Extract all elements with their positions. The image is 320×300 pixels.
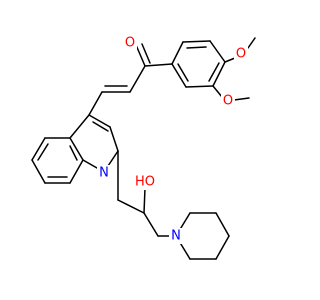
indole-nitrogen-atom: N: [97, 165, 111, 181]
bond: [224, 57, 236, 63]
piperidine-nitrogen-atom: N: [169, 228, 183, 244]
bond: [233, 97, 250, 101]
bond: [212, 85, 223, 98]
bond: [31, 159, 46, 184]
bond: [141, 43, 151, 64]
atom-label: O: [223, 94, 233, 109]
hydroxyl-group: HO: [133, 174, 157, 190]
bond: [31, 137, 46, 161]
chemical-structure-diagram: O O O HO N N: [0, 0, 300, 300]
bond: [144, 63, 173, 67]
bond: [185, 85, 214, 88]
atom-label: O: [236, 47, 246, 62]
bond: [212, 61, 226, 87]
bond: [143, 212, 159, 237]
bonds: [31, 37, 256, 260]
bond: [182, 40, 211, 43]
bond: [109, 126, 119, 152]
bond: [117, 199, 145, 214]
bond: [92, 121, 109, 132]
bond: [69, 114, 90, 139]
bond: [88, 91, 103, 116]
bond: [186, 46, 207, 49]
bond: [69, 159, 84, 184]
ketone-oxygen-atom: O: [123, 35, 137, 51]
methoxy-oxygen-atom: O: [234, 46, 248, 62]
bond: [69, 137, 84, 161]
bond: [208, 62, 220, 82]
bond: [135, 44, 146, 67]
bond: [69, 145, 78, 161]
bond: [247, 37, 256, 49]
diagram-background: [0, 0, 300, 300]
methoxy-oxygen-atom: O: [221, 93, 235, 109]
bond: [37, 143, 49, 161]
bond: [171, 63, 187, 88]
atom-label: N: [99, 166, 109, 181]
bond: [177, 63, 189, 82]
bond: [143, 187, 146, 214]
bond: [215, 212, 230, 237]
bond: [171, 41, 184, 65]
bond: [215, 235, 230, 260]
bond: [129, 65, 146, 93]
bond: [209, 40, 226, 63]
atom-label: N: [171, 229, 181, 244]
atom-label: HO: [135, 175, 155, 190]
bond: [88, 114, 111, 128]
atom-label: O: [125, 36, 135, 51]
atom-labels: O O O HO N N: [97, 35, 248, 244]
